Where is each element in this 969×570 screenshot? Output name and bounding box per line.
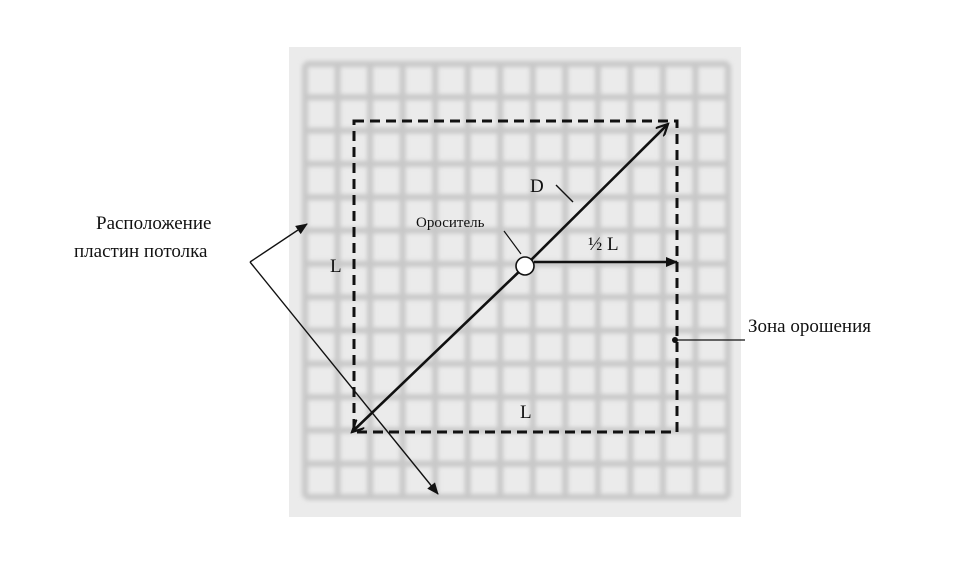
side-bottom-label: L: [520, 402, 532, 423]
ceiling-background: [289, 47, 741, 517]
diagonal-arrow-ne: [524, 124, 668, 267]
sprinkler-label: Ороситель: [416, 215, 485, 231]
irrigation-zone-boundary: [352, 119, 679, 434]
half-side-label: ½ L: [588, 234, 619, 255]
ceiling-tiles-label-line1: Расположение: [96, 213, 211, 234]
sprinkler-leader-line: [503, 230, 522, 255]
ceiling-tiles-label-line2: пластин потолка: [74, 241, 208, 262]
irrigation-zone-label: Зона орошения: [748, 316, 871, 337]
diagonal-arrow-sw: [352, 265, 526, 432]
diagonal-label: D: [530, 176, 544, 197]
side-left-label: L: [330, 256, 342, 277]
irrigation-zone-leader-dot: [672, 337, 678, 343]
diagonal-label-leader: [555, 184, 574, 203]
sprinkler-icon: [515, 256, 535, 276]
ceiling-tiles-arrow-down: [249, 261, 439, 495]
ceiling-tiles-arrow-up: [249, 223, 308, 263]
